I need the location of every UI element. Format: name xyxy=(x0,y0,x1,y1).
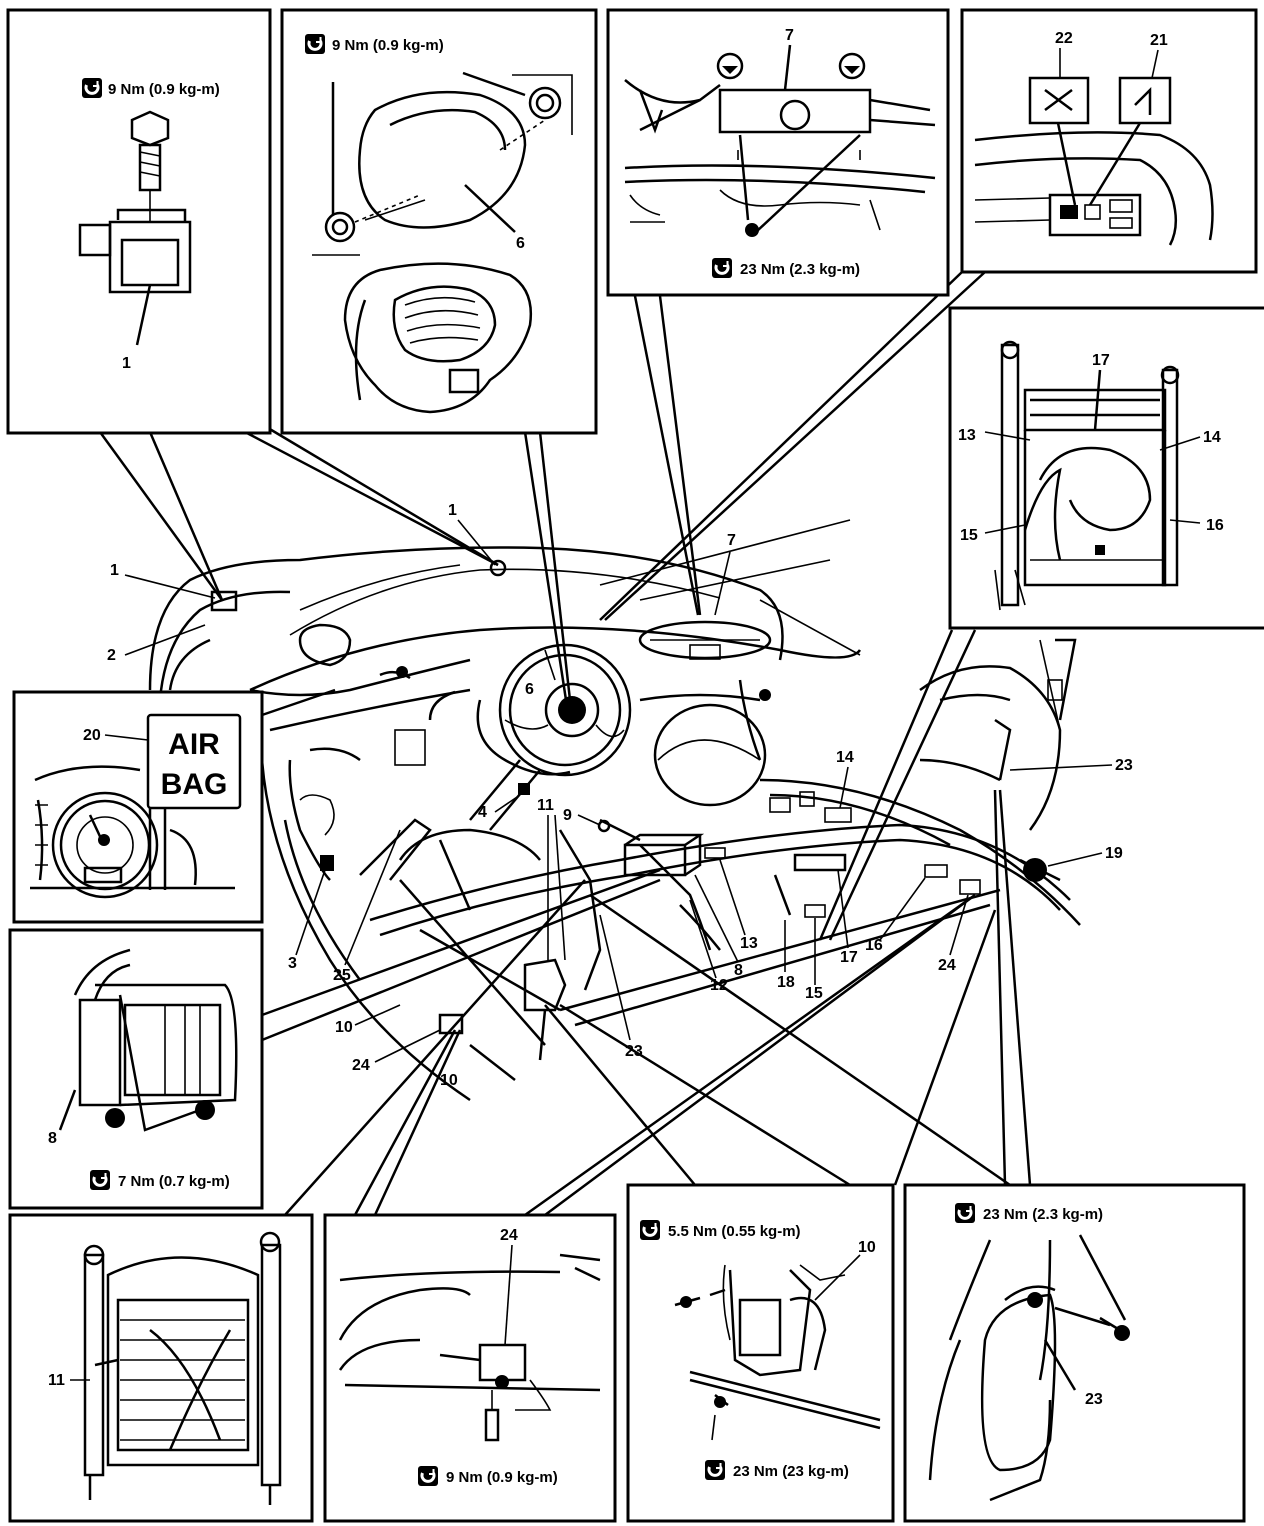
callout-number: 15 xyxy=(805,985,823,1002)
panel-airbag-warning-lamp: 20 AIR BAG xyxy=(12,690,264,924)
panel-passenger-airbag-module: 7 23 Nm (2.3 kg-m) xyxy=(606,8,950,297)
callout-number: 8 xyxy=(734,962,743,979)
callout-number: 23 xyxy=(1085,1391,1103,1408)
callout-number: 23 xyxy=(1115,757,1133,774)
callout-number: 20 xyxy=(83,727,101,744)
callout-number: 24 xyxy=(938,957,956,974)
callout-number: 13 xyxy=(958,427,976,444)
panel-seat-side-components: 17 13 14 15 16 xyxy=(948,306,1264,630)
callout-number: 14 xyxy=(1203,429,1221,446)
callout-number: 7 xyxy=(727,532,736,549)
torque-wrench-icon xyxy=(703,1458,727,1482)
callout-number: 25 xyxy=(333,967,351,984)
callout-number: 17 xyxy=(840,949,858,966)
panel-sensing-diagnostic-module: 8 7 Nm (0.7 kg-m) xyxy=(8,928,264,1210)
callout-number: 24 xyxy=(352,1057,370,1074)
panel-seat-belt-pretensioner: 5.5 Nm (0.55 kg-m) 10 23 Nm (23 kg-m) xyxy=(626,1183,895,1523)
torque-wrench-icon xyxy=(416,1464,440,1488)
torque-spec-label: 23 Nm (23 kg-m) xyxy=(733,1463,849,1480)
callout-number: 21 xyxy=(1150,32,1168,49)
callout-number: 12 xyxy=(710,977,728,994)
torque-spec-label: 9 Nm (0.9 kg-m) xyxy=(332,37,444,54)
panel-warning-labels: 22 21 xyxy=(960,8,1258,274)
callout-number: 1 xyxy=(448,502,457,519)
torque-wrench-icon xyxy=(303,32,327,56)
airbag-warning-text: AIR xyxy=(168,728,220,761)
callout-number: 6 xyxy=(525,681,534,698)
callout-number: 1 xyxy=(122,355,131,372)
torque-wrench-icon xyxy=(953,1201,977,1225)
panel-floor-sensor: 24 9 Nm (0.9 kg-m) xyxy=(323,1213,617,1523)
torque-spec-label: 7 Nm (0.7 kg-m) xyxy=(118,1173,230,1190)
callout-number: 10 xyxy=(440,1072,458,1089)
torque-wrench-icon xyxy=(80,76,104,100)
panel-driver-seat-frame: 11 xyxy=(8,1213,314,1523)
panel-driver-airbag-module: 9 Nm (0.9 kg-m) 6 xyxy=(280,8,598,435)
torque-wrench-icon xyxy=(638,1218,662,1242)
callout-number: 4 xyxy=(478,804,487,821)
callout-number: 13 xyxy=(740,935,758,952)
callout-number: 9 xyxy=(563,807,572,824)
callout-number: 22 xyxy=(1055,30,1073,47)
torque-spec-label: 9 Nm (0.9 kg-m) xyxy=(108,81,220,98)
callout-number: 7 xyxy=(785,27,794,44)
callout-number: 19 xyxy=(1105,845,1123,862)
torque-spec-label: 9 Nm (0.9 kg-m) xyxy=(446,1469,558,1486)
callout-number: 16 xyxy=(1206,517,1224,534)
airbag-warning-text: BAG xyxy=(161,768,228,801)
callout-number: 18 xyxy=(777,974,795,991)
callout-number: 3 xyxy=(288,955,297,972)
callout-number: 6 xyxy=(516,235,525,252)
callout-number: 8 xyxy=(48,1130,57,1147)
leader-lines xyxy=(98,271,1032,1217)
main-vehicle-interior-view xyxy=(148,519,1081,1102)
callout-number: 24 xyxy=(500,1227,518,1244)
panel-front-impact-sensor: 9 Nm (0.9 kg-m) 1 xyxy=(6,8,272,435)
torque-spec-label: 5.5 Nm (0.55 kg-m) xyxy=(668,1223,801,1240)
callout-number: 10 xyxy=(335,1019,353,1036)
callout-number: 10 xyxy=(858,1239,876,1256)
callout-number: 1 xyxy=(110,562,119,579)
callout-number: 2 xyxy=(107,647,116,664)
panel-side-pillar-inflator: 23 Nm (2.3 kg-m) 23 xyxy=(903,1183,1246,1523)
torque-wrench-icon xyxy=(88,1168,112,1192)
torque-spec-label: 23 Nm (2.3 kg-m) xyxy=(740,261,860,278)
callout-number: 11 xyxy=(48,1372,65,1389)
callout-number: 15 xyxy=(960,527,978,544)
callout-number: 16 xyxy=(865,937,883,954)
main-view-callouts: 1 1 7 2 6 4 11 9 14 23 19 3 25 13 8 12 1… xyxy=(107,502,1133,1089)
callout-number: 11 xyxy=(537,797,554,814)
torque-spec-label: 23 Nm (2.3 kg-m) xyxy=(983,1206,1103,1223)
callout-number: 17 xyxy=(1092,352,1110,369)
callout-number: 23 xyxy=(625,1043,643,1060)
callout-number: 14 xyxy=(836,749,854,766)
torque-wrench-icon xyxy=(710,256,734,280)
